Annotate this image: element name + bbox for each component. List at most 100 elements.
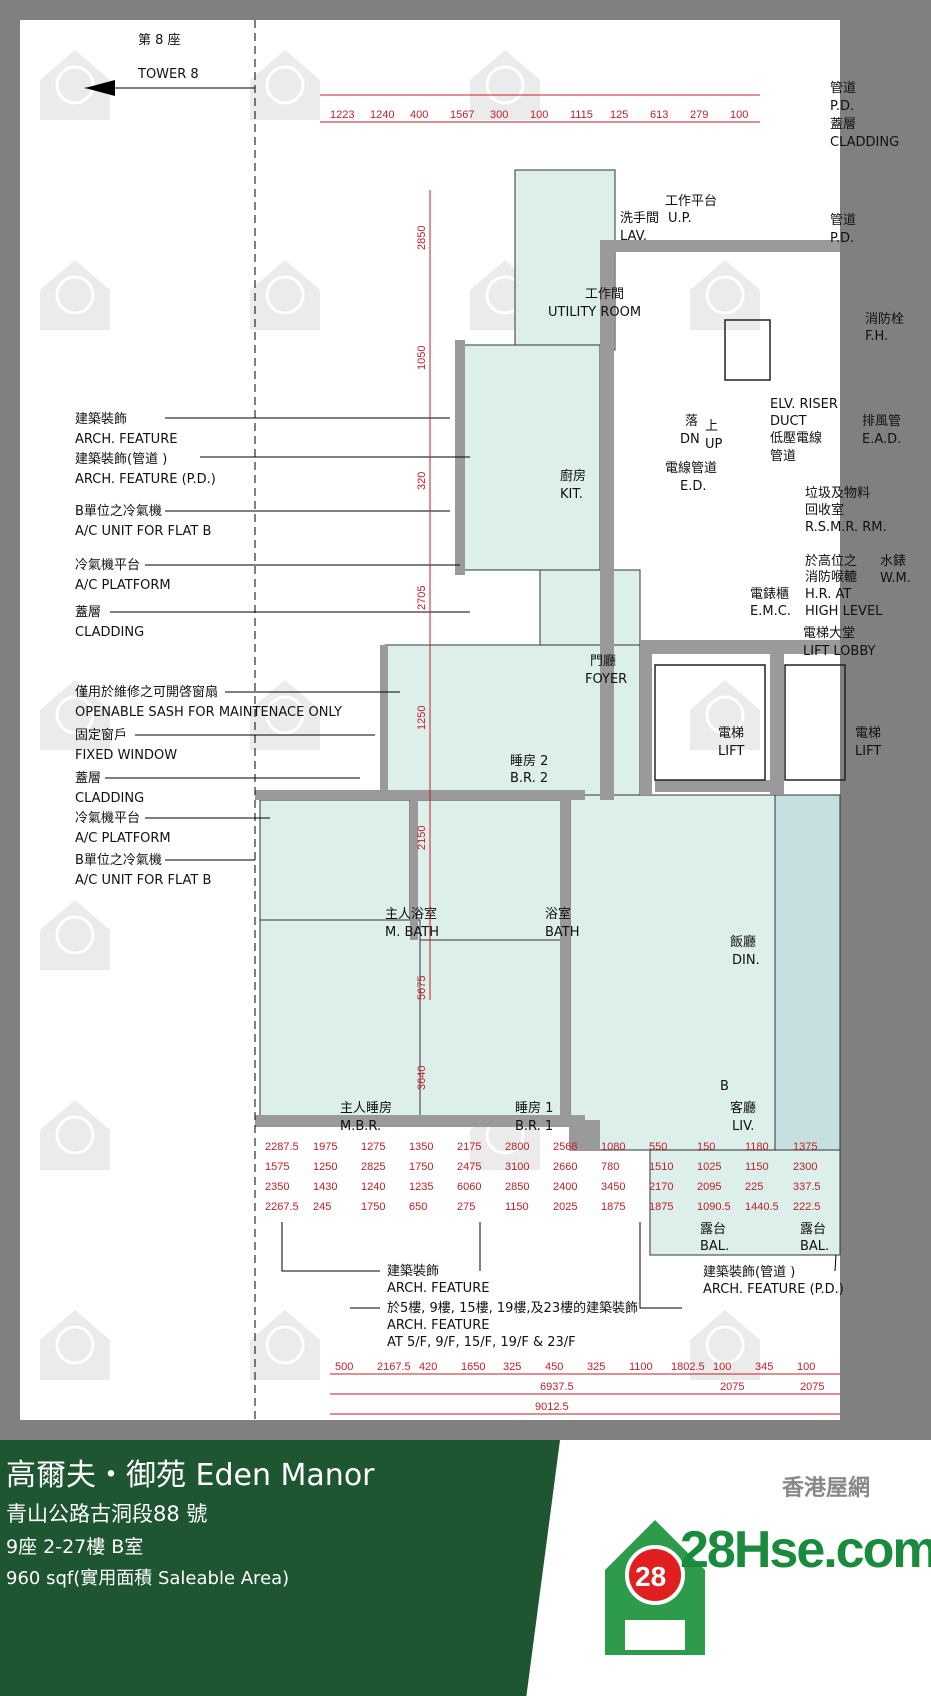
annotation-cn: 僅用於維修之可開啓窗扇 <box>75 684 218 700</box>
dimension-label: 2075 <box>720 1381 744 1393</box>
dimension-label: 245 <box>313 1201 331 1213</box>
svg-text:UTILITY ROOM: UTILITY ROOM <box>548 305 641 320</box>
dimension-label: 1223 <box>330 109 354 121</box>
watermark-layer <box>40 50 760 1380</box>
dimension-label: 222.5 <box>793 1201 821 1213</box>
svg-text:DUCT: DUCT <box>770 414 807 429</box>
dimension-label: 1240 <box>370 109 394 121</box>
svg-text:蓋層: 蓋層 <box>830 117 856 132</box>
dimension-label: 2850 <box>505 1181 529 1193</box>
dimension-label: 2075 <box>800 1381 824 1393</box>
svg-text:電線管道: 電線管道 <box>665 460 717 476</box>
room-br2 <box>384 644 641 801</box>
dimension-label: 125 <box>610 109 628 121</box>
annotation-en: A/C UNIT FOR FLAT B <box>75 524 211 539</box>
dimension-label: 6060 <box>457 1181 481 1193</box>
dimension-label: 1150 <box>745 1161 769 1173</box>
svg-text:E.A.D.: E.A.D. <box>862 432 901 447</box>
svg-text:回收室: 回收室 <box>805 502 844 518</box>
svg-text:DN: DN <box>680 432 700 447</box>
watermark-badge-icon <box>250 680 320 750</box>
room-bath <box>409 799 571 941</box>
annotation-cn: 蓋層 <box>75 605 101 620</box>
annotation-cn: 建築裝飾(管道 ) <box>75 452 167 467</box>
annotation-en: ARCH. FEATURE <box>75 432 177 447</box>
dimension-label: 320 <box>416 472 428 490</box>
dimension-label: 420 <box>419 1361 437 1373</box>
svg-text:ELV. RISER: ELV. RISER <box>770 397 838 412</box>
dimension-label: 500 <box>335 1361 353 1373</box>
dimension-label: 2350 <box>265 1181 289 1193</box>
room-foyer <box>539 569 641 646</box>
svg-text:HIGH LEVEL: HIGH LEVEL <box>805 604 883 619</box>
tower-label-en: TOWER 8 <box>137 67 199 82</box>
rooms <box>259 169 841 1256</box>
svg-text:飯廳: 飯廳 <box>730 934 756 950</box>
watermark-badge-icon <box>40 50 110 120</box>
svg-text:睡房 1: 睡房 1 <box>515 1100 553 1116</box>
watermark-badge-icon <box>40 680 110 750</box>
watermark-badge-icon <box>470 50 540 120</box>
svg-text:F.H.: F.H. <box>865 329 888 344</box>
svg-text:垃圾及物料: 垃圾及物料 <box>805 486 870 501</box>
watermark-badge-icon <box>250 260 320 330</box>
dimension-label: 279 <box>690 109 708 121</box>
watermark-badge-icon <box>690 260 760 330</box>
arch-feature-floors-list: AT 5/F, 9/F, 15/F, 19/F & 23/F <box>387 1335 576 1350</box>
unit-info: 9座 2-27樓 B室 <box>6 1536 144 1558</box>
arch-feature-floors-cn: 於5樓, 9樓, 15樓, 19樓,及23樓的建築裝飾 <box>387 1300 638 1316</box>
watermark-badge-icon <box>40 900 110 970</box>
dimension-label: 1235 <box>409 1181 433 1193</box>
svg-text:睡房 2: 睡房 2 <box>510 753 548 769</box>
saleable-area: 960 sqf(實用面積 Saleable Area) <box>6 1568 290 1589</box>
svg-text:P.D.: P.D. <box>830 99 854 114</box>
svg-text:排風管: 排風管 <box>862 414 901 429</box>
svg-text:洗手間: 洗手間 <box>620 211 659 226</box>
svg-text:U.P.: U.P. <box>668 211 692 226</box>
svg-text:UP: UP <box>705 437 723 452</box>
dimension-label: 325 <box>503 1361 521 1373</box>
svg-text:LAV.: LAV. <box>620 229 647 244</box>
dimension-label: 2475 <box>457 1161 481 1173</box>
svg-text:BATH: BATH <box>545 925 580 940</box>
dimension-label: 1150 <box>505 1201 529 1213</box>
svg-text:CLADDING: CLADDING <box>830 135 899 150</box>
dimension-label: 1440.5 <box>745 1201 779 1213</box>
svg-text:KIT.: KIT. <box>560 487 583 502</box>
svg-text:管道: 管道 <box>770 449 796 464</box>
dimension-label: 1567 <box>450 109 474 121</box>
dimension-label: 1750 <box>409 1161 433 1173</box>
dimension-label: 1430 <box>313 1181 337 1193</box>
dimension-label: 5675 <box>416 976 428 1000</box>
dimension-label: 100 <box>797 1361 815 1373</box>
dimension-label: 650 <box>409 1201 427 1213</box>
svg-text:落: 落 <box>685 414 698 429</box>
svg-text:浴室: 浴室 <box>545 906 571 922</box>
arch-feature-pd-en: ARCH. FEATURE (P.D.) <box>703 1282 844 1297</box>
annotation-cn: 蓋層 <box>75 771 101 786</box>
watermark-badge-icon <box>690 1310 760 1380</box>
svg-text:門廳: 門廳 <box>590 653 616 669</box>
dimension-label: 100 <box>713 1361 731 1373</box>
28hse-logo-icon: 28 <box>605 1520 705 1655</box>
room-living-dining <box>569 794 776 1151</box>
svg-text:FOYER: FOYER <box>585 672 627 687</box>
dimension-label: 550 <box>649 1141 667 1153</box>
svg-text:LIFT LOBBY: LIFT LOBBY <box>803 644 876 659</box>
room-adjacent <box>774 794 841 1151</box>
annotation-en: ARCH. FEATURE (P.D.) <box>75 472 216 487</box>
svg-text:客廳: 客廳 <box>730 1100 756 1116</box>
annotation-en: CLADDING <box>75 791 144 806</box>
dimension-label: 100 <box>530 109 548 121</box>
dimension-label: 780 <box>601 1161 619 1173</box>
svg-text:電錶櫃: 電錶櫃 <box>750 587 789 602</box>
svg-text:M.B.R.: M.B.R. <box>340 1119 381 1134</box>
svg-text:消防栓: 消防栓 <box>865 311 904 327</box>
svg-text:R.S.M.R. RM.: R.S.M.R. RM. <box>805 520 887 535</box>
dimension-label: 300 <box>490 109 508 121</box>
dimension-label: 2705 <box>416 586 428 610</box>
room-kitchen <box>459 344 601 571</box>
dimension-label: 2175 <box>457 1141 481 1153</box>
